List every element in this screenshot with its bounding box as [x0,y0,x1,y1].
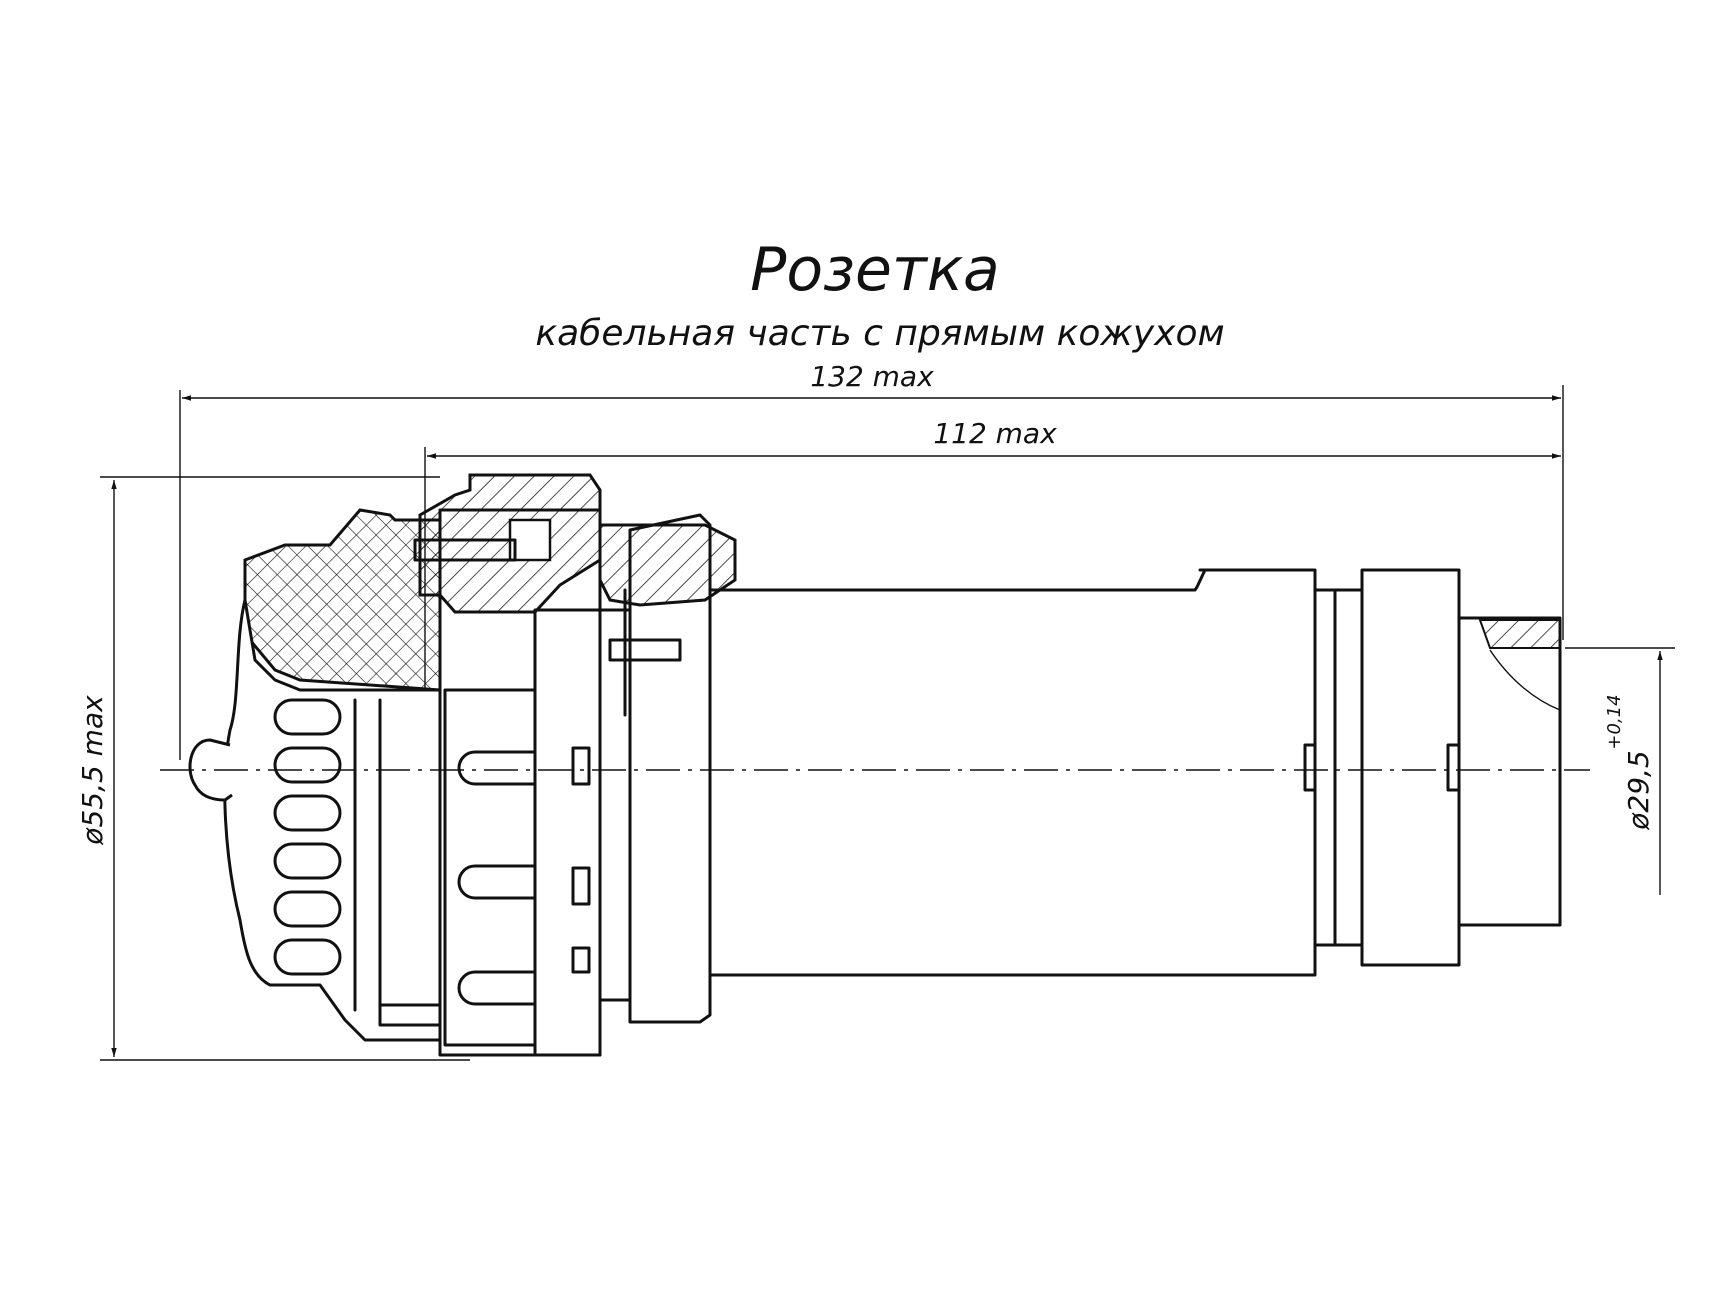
dimension-diameter-left: ø55,5 max [76,476,470,1061]
drawing-subtitle: кабельная часть с прямым кожухом [535,313,1224,354]
drawing-title: Розетка [750,235,1000,305]
dimension-overall-length-label: 132 max [810,360,934,393]
grip-ridges [273,698,342,976]
dimension-diameter-right-tolerance: +0,14 [1604,694,1625,749]
shell [708,568,1317,977]
dimension-overall-length: 132 max [179,360,1564,760]
clamp-ring [1313,588,1364,947]
tail-nut [1360,568,1461,967]
dimension-diameter-right-label: ø29,5 [1622,750,1655,830]
dimension-length-112-label: 112 max [933,417,1057,450]
dimension-diameter-left-label: ø55,5 max [76,695,109,846]
connector-body [188,473,1562,1057]
front-cap [223,598,442,1042]
contact-pins [457,746,591,1006]
front-knob [188,738,233,802]
dimension-diameter-right: ø29,5 +0,14 [1565,647,1675,895]
coupling-nut [628,513,712,1024]
rubber-boot [243,508,442,692]
dimension-length-112: 112 max [424,417,1561,700]
cable-exit [1457,616,1562,927]
